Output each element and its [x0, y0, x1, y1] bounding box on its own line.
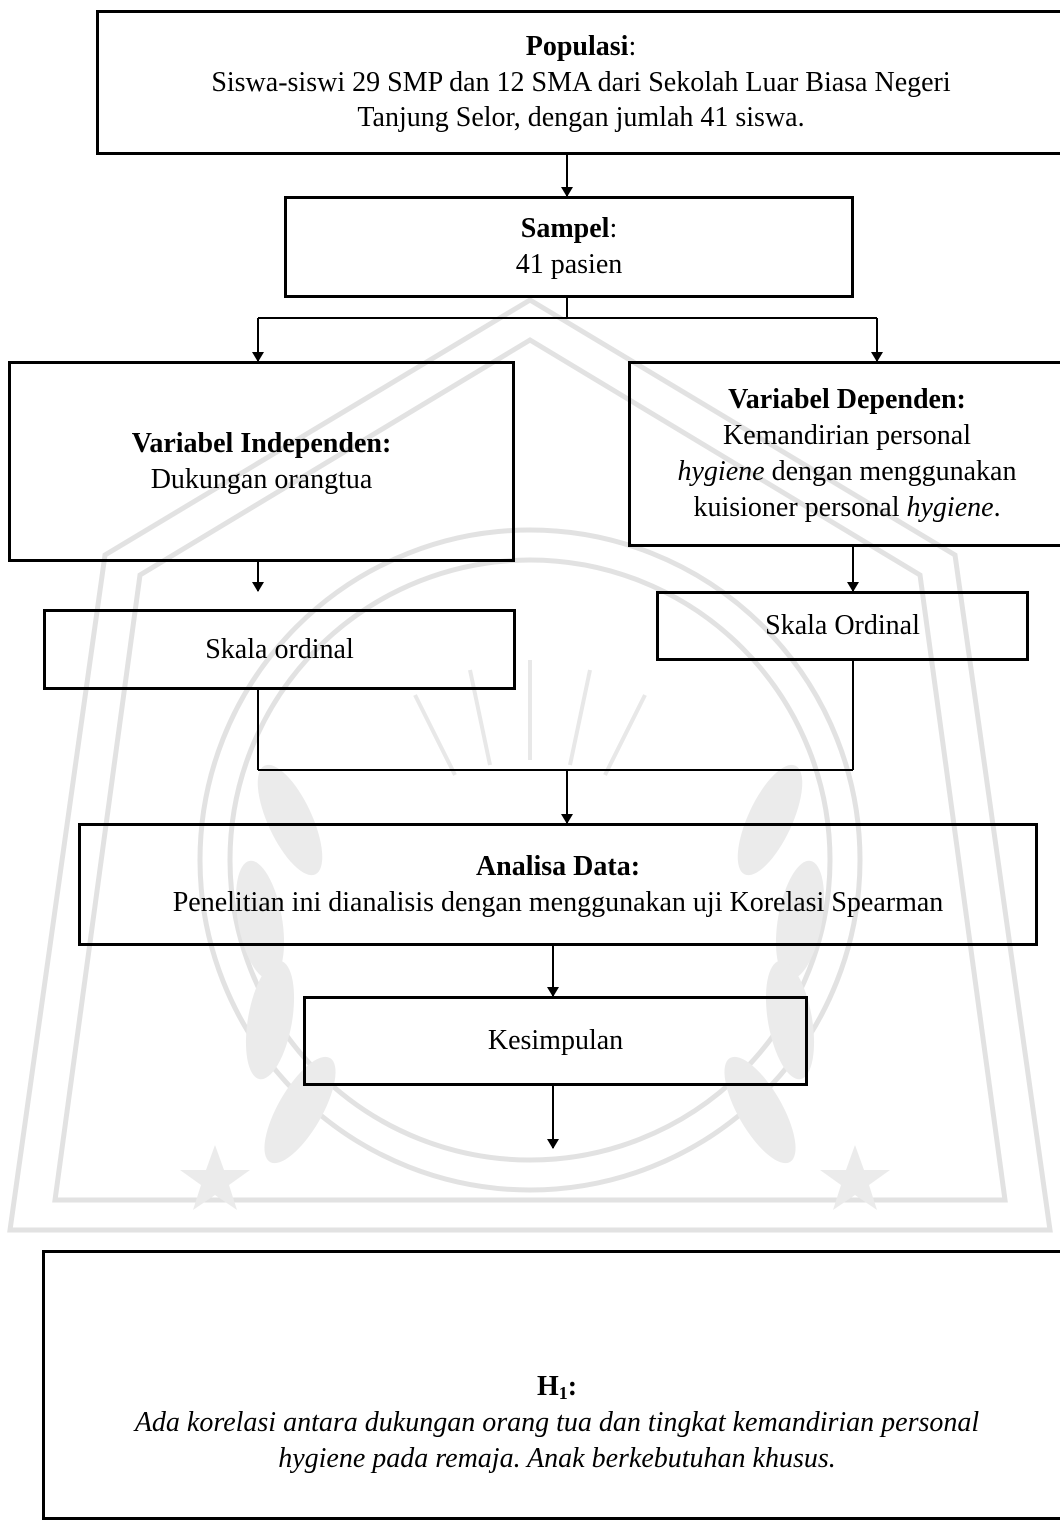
var-independen-line1: Dukungan orangtua [150, 463, 373, 495]
analisa-title: Analisa Data: [475, 850, 641, 882]
var-dependen-title: Variabel Dependen: [728, 384, 966, 416]
skala-independen-label: Skala ordinal [205, 633, 354, 665]
hipotesis-title-colon: : [567, 1371, 578, 1402]
var-dependen-line1: Kemandirian personal [722, 420, 972, 452]
skala-dependen-label: Skala Ordinal [765, 610, 920, 642]
skala-dependen-box: Skala Ordinal [656, 591, 1029, 661]
populasi-line2: Tanjung Selor, dengan jumlah 41 siswa. [357, 102, 805, 134]
var-dependen-line2-rest: dengan menggunakan [764, 456, 1017, 487]
populasi-title-line: Populasi: [526, 29, 636, 65]
var-dependen-line3-start: kuisioner personal [693, 491, 907, 523]
kesimpulan-label: Kesimpulan [487, 1025, 624, 1057]
sampel-box: Sampel: 41 pasien [284, 196, 854, 298]
sampel-title: Sampel [520, 213, 610, 245]
sampel-title-line: Sampel: [521, 211, 617, 247]
skala-independen-box: Skala ordinal [43, 609, 516, 690]
var-dependen-line3: kuisioner personal hygiene. [693, 490, 1000, 526]
analisa-box: Analisa Data: Penelitian ini dianalisis … [78, 823, 1038, 946]
var-independen-box: Variabel Independen: Dukungan orangtua [8, 361, 515, 562]
var-dependen-line2-italic: hygiene [677, 456, 765, 487]
var-independen-title: Variabel Independen: [131, 427, 392, 459]
hipotesis-title-sub: 1 [558, 1383, 568, 1403]
var-dependen-line3-italic: hygiene [906, 491, 994, 523]
sampel-line1: 41 pasien [515, 249, 623, 280]
populasi-box: Populasi: Siswa-siswi 29 SMP dan 12 SMA … [96, 10, 1060, 155]
analisa-line1: Penelitian ini dianalisis dengan menggun… [172, 886, 944, 918]
sampel-title-colon: : [609, 213, 618, 245]
var-dependen-line2: hygiene dengan menggunakan [678, 454, 1017, 490]
hipotesis-line2: hygiene pada remaja. Anak berkebutuhan k… [278, 1442, 836, 1474]
hipotesis-box: H1: Ada korelasi antara dukungan orang t… [42, 1250, 1060, 1520]
hipotesis-title-main: H [536, 1371, 559, 1402]
populasi-title: Populasi [525, 30, 629, 62]
populasi-line1: Siswa-siswi 29 SMP dan 12 SMA dari Sekol… [211, 66, 951, 98]
hipotesis-line1: Ada korelasi antara dukungan orang tua d… [134, 1406, 980, 1438]
var-dependen-line3-end: . [993, 491, 1001, 523]
kesimpulan-box: Kesimpulan [303, 996, 808, 1086]
populasi-title-colon: : [628, 30, 637, 62]
var-dependen-box: Variabel Dependen: Kemandirian personal … [628, 361, 1060, 547]
hipotesis-title: H1: [537, 1369, 577, 1405]
